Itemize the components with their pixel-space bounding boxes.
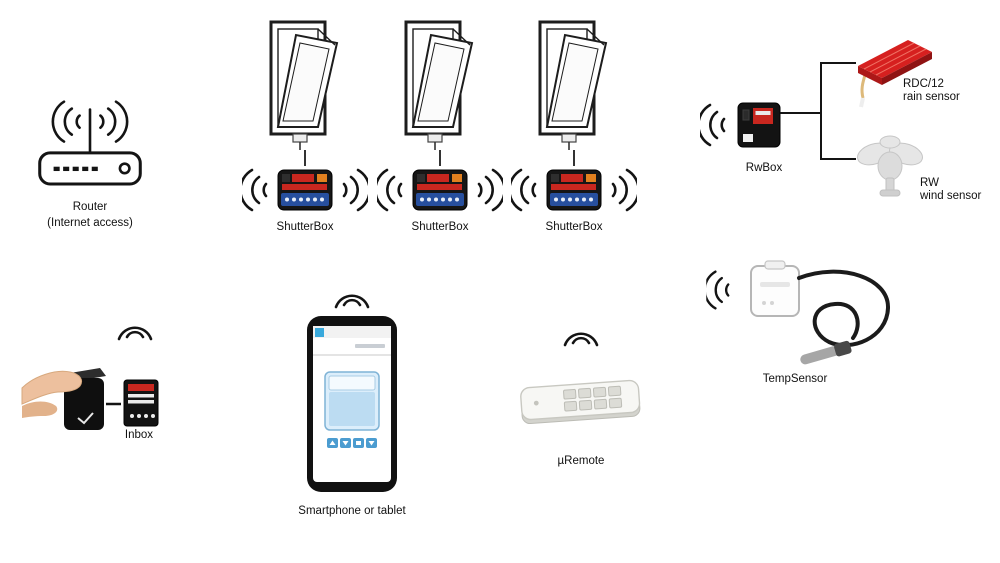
temp-sensor-label: TempSensor [762,373,828,385]
wifi-waves-right-icon [338,166,368,214]
rain-sensor-labels: RDC/12 rain sensor [903,78,960,104]
inbox-group: Inbox [20,316,190,448]
router-sublabel: (Internet access) [47,217,133,229]
window-icon [263,18,347,150]
rwbox-icon [737,102,781,148]
wifi-waves-left-icon [700,101,730,149]
router-icon [38,100,142,186]
router-label: Router [72,201,108,213]
uremote-group: µRemote [515,322,647,468]
rain-sensor-type: rain sensor [903,91,960,103]
smartphone-label: Smartphone or tablet [298,505,406,517]
bracket-line-mid [780,112,822,114]
wifi-top-icon [112,316,158,342]
smartphone-icon [307,316,397,492]
rain-sensor-icon [858,40,932,108]
window-icon [398,18,482,150]
bracket-line-top [820,62,856,64]
wifi-waves-right-icon [607,166,637,214]
tempsensor-group: TempSensor [705,258,891,388]
wifi-top-icon [558,322,604,348]
shutter-column-3: ShutterBox [512,18,636,234]
rain-sensor-model: RDC/12 [903,78,944,90]
wifi-waves-right-icon [473,166,503,214]
shutterbox-label: ShutterBox [276,221,334,233]
wind-sensor-model: RW [920,177,939,189]
inbox-label: Inbox [124,429,154,441]
wifi-waves-left-icon [242,166,272,214]
wifi-waves-left-icon [705,268,735,312]
uremote-icon [520,379,641,425]
wind-sensor-labels: RW wind sensor [920,177,981,203]
uremote-label: µRemote [557,455,605,467]
smartphone-group: Smartphone or tablet [298,284,406,518]
shutterbox-icon [277,169,333,211]
wifi-waves-left-icon [511,166,541,214]
shutter-column-2: ShutterBox [378,18,502,234]
wifi-top-icon [329,284,375,310]
shutter-column-1: ShutterBox [243,18,367,234]
wind-sensor-icon [857,135,923,197]
router-group: Router (Internet access) [25,92,155,230]
inbox-device-icon [21,368,159,430]
window-connector [304,150,306,166]
rwbox-label: RwBox [745,162,783,174]
bracket-line-vertical [820,62,822,160]
temp-sensor-icon [750,260,891,365]
bracket-line-bottom [820,158,856,160]
window-icon [532,18,616,150]
shutterbox-icon [546,169,602,211]
window-connector [573,150,575,166]
window-connector [439,150,441,166]
wifi-waves-left-icon [377,166,407,214]
shutterbox-label: ShutterBox [545,221,603,233]
shutterbox-icon [412,169,468,211]
rwbox-group: RwBox [700,100,792,175]
wind-sensor-type: wind sensor [920,190,982,202]
shutterbox-label: ShutterBox [411,221,469,233]
